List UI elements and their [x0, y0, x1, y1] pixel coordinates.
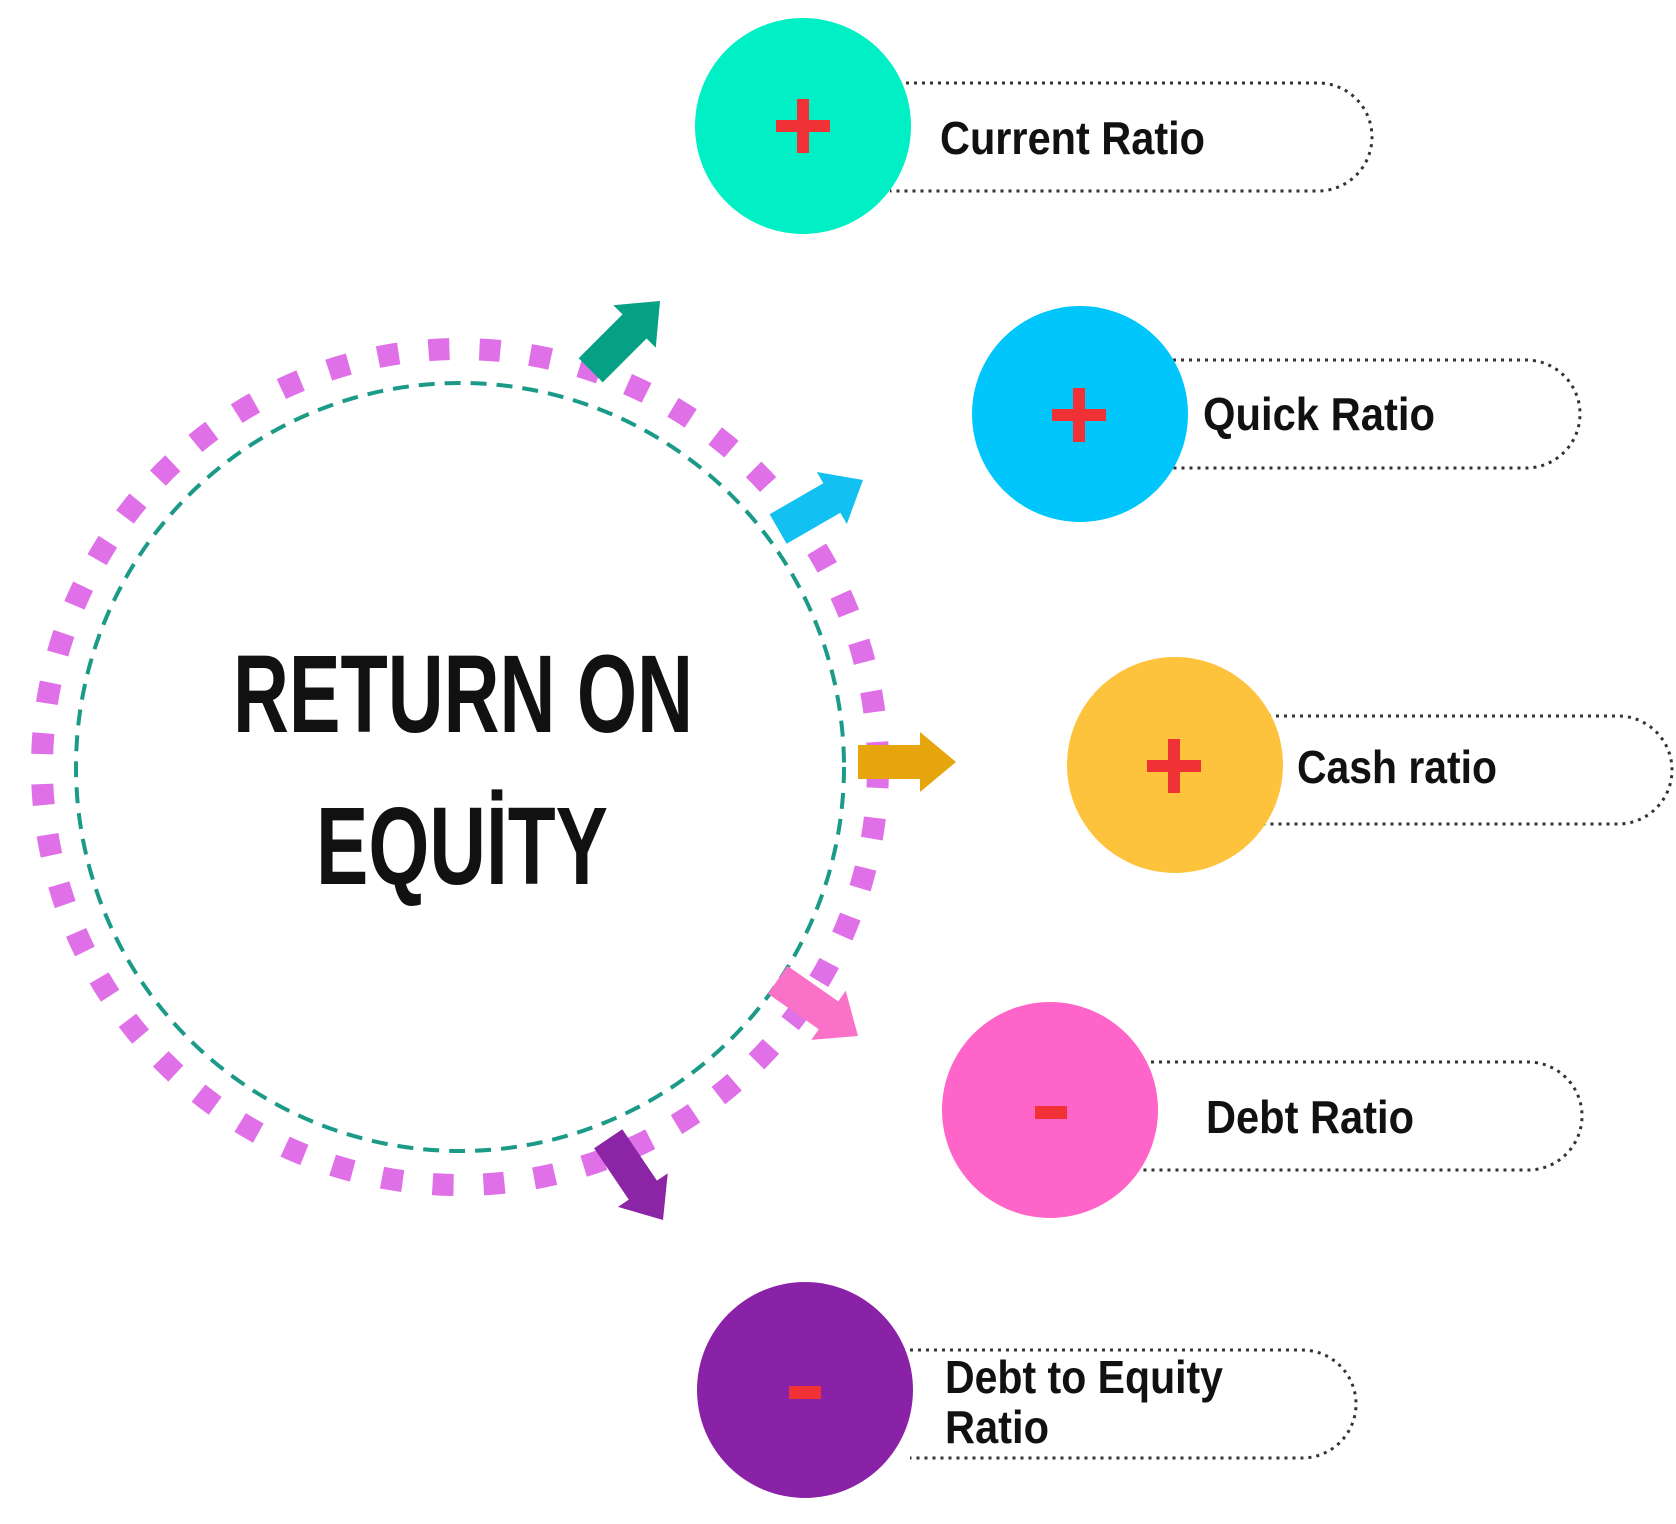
inner-dashed-ring: [74, 381, 846, 1153]
factor-label-line-1: Debt to Equity: [945, 1351, 1223, 1403]
plus-icon: [776, 99, 830, 153]
factor-quick-ratio: Quick Ratio: [769, 306, 1582, 544]
center-title-line-2: EQUİTY: [316, 785, 608, 908]
arrow-left-down-icon: [769, 472, 863, 544]
plus-icon: [1052, 388, 1106, 442]
outer-dashed-ring: [31, 338, 889, 1196]
arrow-up-left-icon: [767, 965, 858, 1040]
factor-label: Cash ratio: [1297, 741, 1497, 793]
factor-label: Quick Ratio: [1203, 388, 1435, 440]
arrow-left-icon: [858, 732, 956, 792]
minus-icon: [1035, 1106, 1067, 1119]
arrow-up-left-icon: [594, 1129, 668, 1220]
minus-icon: [789, 1386, 821, 1399]
center-hub: RETURN ON EQUİTY: [31, 338, 889, 1196]
label-frame: [1260, 714, 1674, 826]
factor-current-ratio: Current Ratio: [578, 18, 1374, 383]
factor-cash-ratio: Cash ratio: [858, 657, 1674, 873]
plus-icon: [1147, 739, 1201, 793]
factor-label: Debt Ratio: [1206, 1091, 1414, 1143]
factor-debt-to-equity-ratio: Debt to Equity Ratio: [594, 1129, 1358, 1498]
factor-label-line-2: Ratio: [945, 1401, 1049, 1453]
arrow-down-left-icon: [578, 301, 660, 383]
label-frame: [890, 81, 1374, 193]
factor-debt-ratio: Debt Ratio: [767, 965, 1584, 1218]
factor-label: Current Ratio: [940, 112, 1205, 164]
center-title-line-1: RETURN ON: [233, 633, 693, 756]
